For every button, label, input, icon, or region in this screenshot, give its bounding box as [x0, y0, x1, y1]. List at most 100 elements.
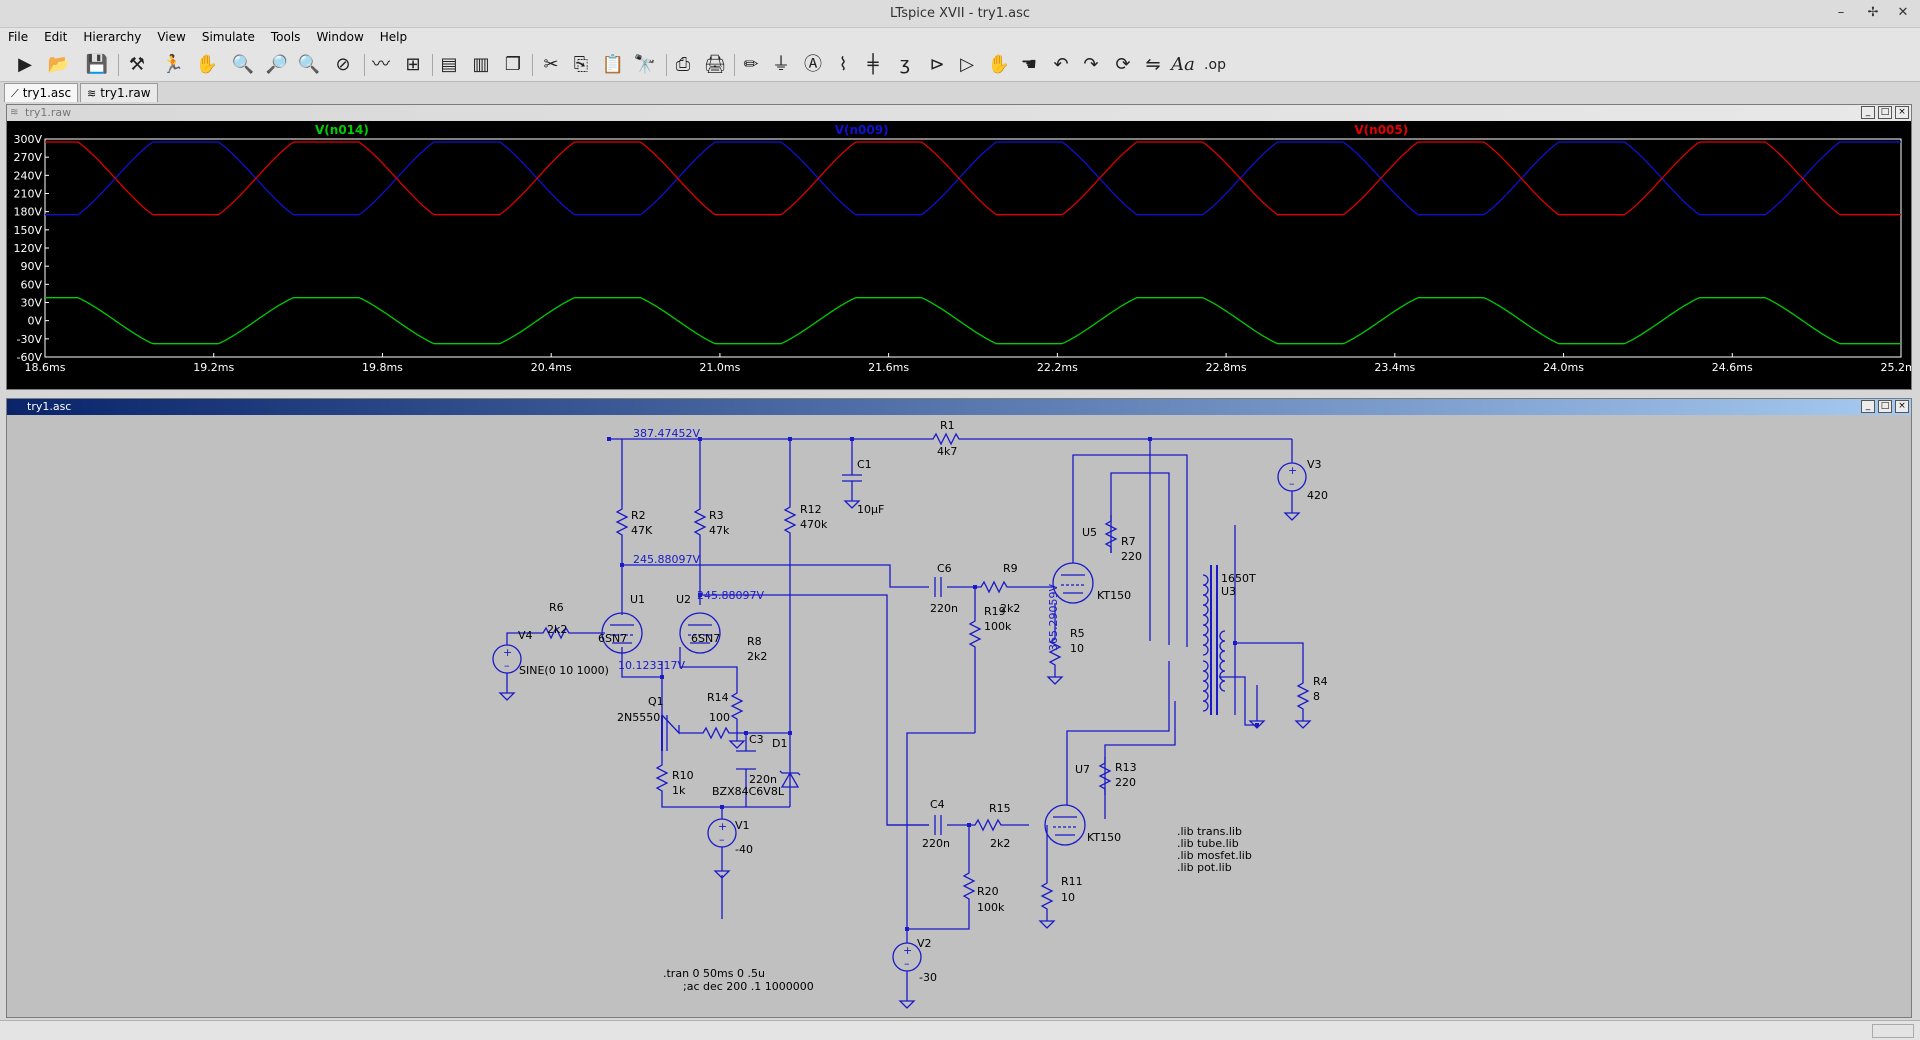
legend-entry[interactable]: V(n009): [835, 123, 889, 137]
label-icon[interactable]: Ⓐ: [804, 54, 822, 75]
part-ref: C4: [930, 798, 945, 811]
save-icon[interactable]: 💾: [85, 54, 109, 75]
zoom-fit-icon[interactable]: ⊘: [335, 54, 351, 75]
rotate-icon[interactable]: ⟳: [1115, 54, 1131, 75]
axis-icon[interactable]: ⊞: [405, 54, 421, 75]
run-icon[interactable]: ▶: [18, 54, 32, 75]
legend-entry[interactable]: V(n005): [1354, 123, 1408, 137]
ground-icon[interactable]: ⏚: [772, 54, 790, 75]
c3-capacitor[interactable]: [736, 750, 756, 770]
mdi-close-button[interactable]: ×: [1895, 400, 1909, 413]
restore-button[interactable]: ✢: [1867, 5, 1879, 20]
trace-vn005[interactable]: [45, 141, 1901, 216]
lib-directive[interactable]: .lib trans.lib: [1177, 825, 1242, 838]
copy-icon[interactable]: ⎘: [573, 54, 589, 75]
r9-resistor[interactable]: [974, 581, 1014, 593]
menu-help[interactable]: Help: [379, 30, 408, 44]
r3-resistor[interactable]: [694, 502, 706, 542]
schematic-canvas[interactable]: +–: [7, 415, 1911, 1017]
q1-transistor[interactable]: [661, 715, 668, 751]
tab-try1-raw[interactable]: ≋try1.raw: [80, 83, 158, 102]
text-icon[interactable]: Aa: [1171, 54, 1195, 75]
probe-icon[interactable]: 🏃: [161, 54, 185, 75]
spice-directive-icon[interactable]: .op: [1204, 57, 1226, 73]
resistor-icon[interactable]: ⌇: [838, 54, 848, 75]
c6-capacitor[interactable]: [934, 577, 942, 597]
r1-resistor[interactable]: [926, 433, 966, 445]
c1-capacitor[interactable]: [842, 474, 862, 509]
r4-resistor[interactable]: [1295, 676, 1311, 729]
r19-resistor[interactable]: [969, 614, 981, 654]
trace-vn014[interactable]: [45, 297, 1901, 345]
close-button[interactable]: ✕: [1897, 5, 1909, 20]
r20-resistor[interactable]: [963, 866, 975, 906]
print-setup-icon[interactable]: 🖨: [703, 54, 727, 75]
cut-icon[interactable]: ✂: [543, 54, 559, 75]
paste-icon[interactable]: 📋: [601, 54, 625, 75]
halt-icon[interactable]: ✋: [195, 54, 219, 75]
lib-directive[interactable]: .lib mosfet.lib: [1177, 849, 1252, 862]
zoom-in-icon[interactable]: 🔍: [231, 54, 255, 75]
v4-source[interactable]: [492, 644, 522, 701]
mirror-icon[interactable]: ⇋: [1145, 54, 1161, 75]
y-tick-label: 180V: [13, 206, 42, 219]
minimize-button[interactable]: –: [1837, 5, 1845, 20]
wire-icon[interactable]: ✏: [743, 54, 759, 75]
zoom-out-icon[interactable]: 🔍: [297, 54, 321, 75]
ac-directive[interactable]: ;ac dec 200 .1 1000000: [683, 980, 814, 993]
schematic-drawing[interactable]: +–: [7, 415, 1911, 1017]
find-icon[interactable]: 🔭: [633, 54, 657, 75]
menu-hierarchy[interactable]: Hierarchy: [83, 30, 142, 44]
cascade-icon[interactable]: ❐: [504, 54, 522, 75]
move-icon[interactable]: ✋: [987, 54, 1011, 75]
legend-entry[interactable]: V(n014): [315, 123, 369, 137]
mdi-close-button[interactable]: ×: [1895, 106, 1909, 119]
v3-source[interactable]: [1277, 462, 1307, 521]
tab-try1-asc[interactable]: ⟋try1.asc: [4, 83, 79, 102]
autoscale-icon[interactable]: 〰: [372, 54, 390, 75]
u3-transformer[interactable]: [1202, 565, 1265, 729]
part-value: 220n: [749, 773, 777, 786]
waveform-chart[interactable]: V(n014)V(n009)V(n005) 300V270V240V210V18…: [7, 121, 1920, 389]
menu-tools[interactable]: Tools: [270, 30, 301, 44]
trace-vn009[interactable]: [45, 141, 1901, 216]
menu-window[interactable]: Window: [316, 30, 364, 44]
drag-icon[interactable]: ☚: [1020, 54, 1038, 75]
u7-tube[interactable]: [1044, 804, 1086, 846]
mdi-minimize-button[interactable]: _: [1861, 106, 1875, 119]
component-icon[interactable]: ▷: [960, 54, 974, 75]
print-icon[interactable]: ⎙: [675, 54, 691, 75]
r10-resistor[interactable]: [656, 758, 668, 798]
menu-simulate[interactable]: Simulate: [201, 30, 255, 44]
mdi-maximize-button[interactable]: □: [1878, 106, 1892, 119]
tile-v-icon[interactable]: ▥: [472, 54, 490, 75]
menu-edit[interactable]: Edit: [44, 30, 68, 44]
y-tick-label: 210V: [13, 188, 42, 201]
r12-resistor[interactable]: [784, 500, 796, 540]
open-icon[interactable]: 📂: [47, 54, 71, 75]
menu-view[interactable]: View: [157, 30, 186, 44]
mdi-maximize-button[interactable]: □: [1878, 400, 1892, 413]
menu-file[interactable]: File: [8, 30, 29, 44]
capacitor-icon[interactable]: ╪: [867, 54, 879, 75]
redo-icon[interactable]: ↷: [1083, 54, 1099, 75]
lib-directive[interactable]: .lib tube.lib: [1177, 837, 1239, 850]
lib-directive[interactable]: .lib pot.lib: [1177, 861, 1232, 874]
undo-icon[interactable]: ↶: [1053, 54, 1069, 75]
r14-resistor[interactable]: [696, 727, 736, 739]
tran-directive[interactable]: .tran 0 50ms 0 .5u: [663, 967, 765, 980]
d1-zener[interactable]: [779, 770, 801, 788]
mdi-minimize-button[interactable]: _: [1861, 400, 1875, 413]
inductor-icon[interactable]: ʒ: [899, 54, 911, 75]
r8-resistor[interactable]: [729, 686, 745, 749]
r15-resistor[interactable]: [968, 819, 1008, 831]
r11-resistor[interactable]: [1039, 876, 1055, 929]
diode-icon[interactable]: ⊳: [929, 54, 945, 75]
c4-capacitor[interactable]: [934, 815, 942, 835]
hammer-icon[interactable]: ⚒: [128, 54, 146, 75]
tab-label: try1.asc: [22, 86, 72, 100]
zoom-pan-icon[interactable]: 🔎: [265, 54, 289, 75]
r2-resistor[interactable]: [616, 502, 628, 542]
tile-h-icon[interactable]: ▤: [440, 54, 458, 75]
